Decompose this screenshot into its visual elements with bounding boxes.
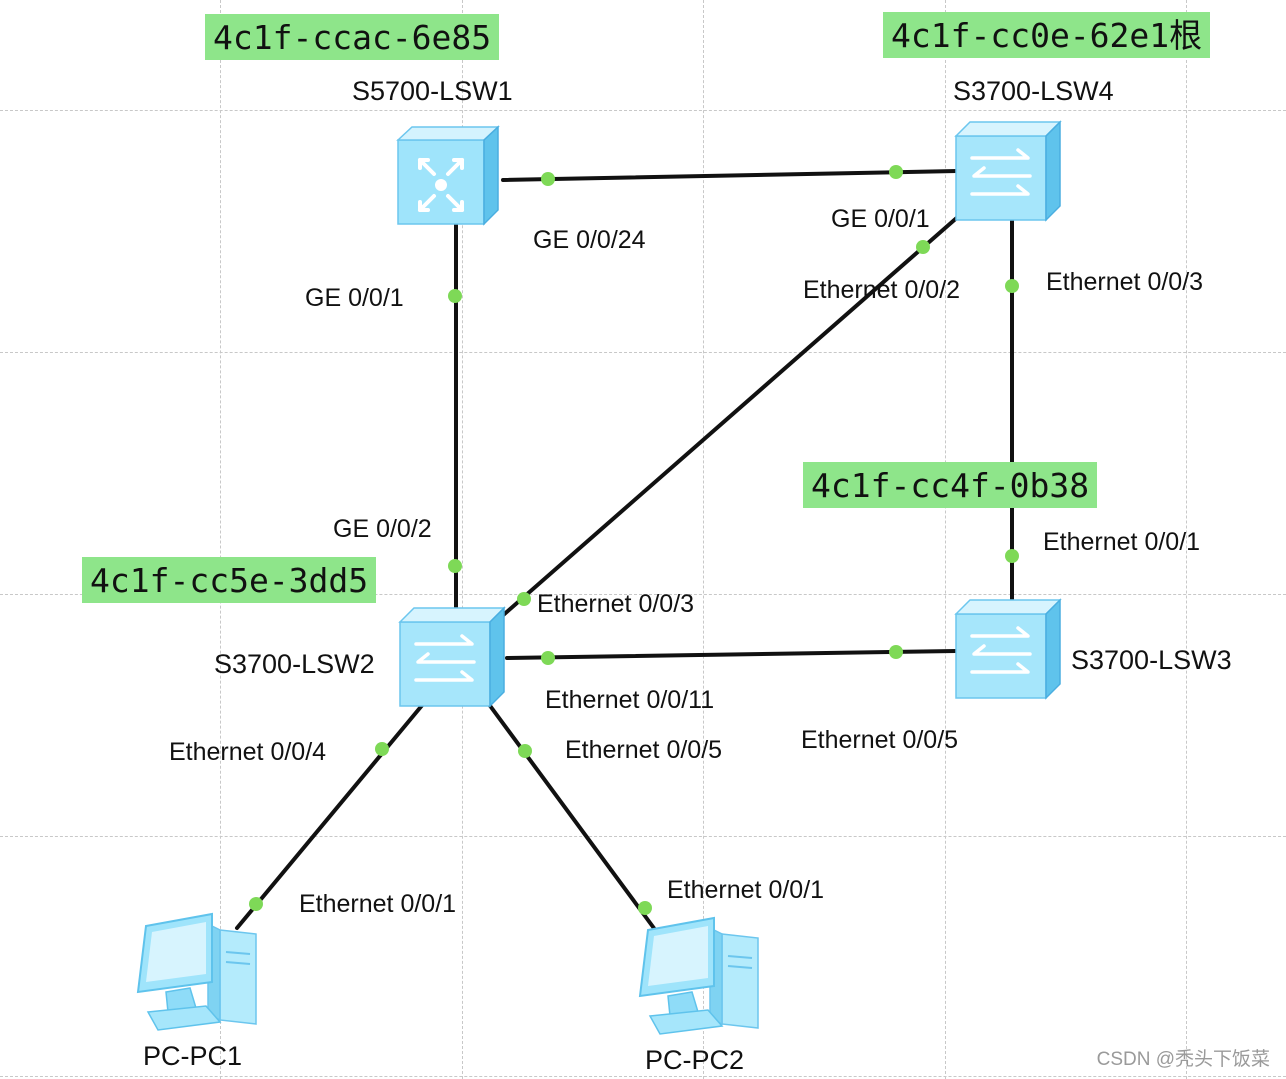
port-label-lsw1-ge1: GE 0/0/1: [305, 284, 404, 312]
port-dot: [1005, 279, 1019, 293]
lsw4-name: S3700-LSW4: [953, 76, 1114, 106]
grid-line: [1186, 0, 1187, 1079]
grid-line: [0, 352, 1286, 353]
lsw1-bridge-mac: 4c1f-ccac-6e85: [205, 14, 500, 60]
grid-line: [0, 836, 1286, 837]
lsw4-bridge-mac-root: 4c1f-cc0e-62e1根: [883, 12, 1211, 58]
lsw4-device-icon[interactable]: [952, 118, 1066, 224]
grid-line: [462, 0, 463, 1079]
grid-line: [0, 594, 1286, 595]
lsw3-name: S3700-LSW3: [1071, 645, 1232, 675]
grid-line: [0, 110, 1286, 111]
port-dot: [517, 592, 531, 606]
port-label-lsw2-ge2: GE 0/0/2: [333, 515, 432, 543]
port-dot: [1005, 549, 1019, 563]
pc2-name: PC-PC2: [645, 1045, 745, 1075]
grid-line: [0, 1076, 1286, 1077]
port-dot: [249, 897, 263, 911]
port-label-pc1-e1: Ethernet 0/0/1: [299, 890, 457, 918]
port-label-lsw2-e11: Ethernet 0/0/11: [545, 686, 715, 714]
link-lsw4-lsw2[interactable]: [491, 206, 970, 626]
port-label-lsw3-e1: Ethernet 0/0/1: [1043, 528, 1201, 556]
link-lsw2-pc1[interactable]: [235, 701, 426, 930]
watermark: CSDN @秃头下饭菜: [1096, 1049, 1270, 1070]
lsw2-device-icon[interactable]: [396, 604, 510, 710]
port-dot: [375, 742, 389, 756]
lsw2-name: S3700-LSW2: [214, 649, 375, 679]
link-lsw2-pc2[interactable]: [486, 701, 661, 937]
link-lsw2-lsw3[interactable]: [505, 649, 958, 660]
port-dot: [889, 165, 903, 179]
port-label-lsw2-e5: Ethernet 0/0/5: [565, 736, 723, 764]
port-dot: [448, 559, 462, 573]
grid-line: [703, 0, 704, 1079]
port-label-lsw2-e4: Ethernet 0/0/4: [169, 738, 327, 766]
port-dot: [638, 901, 652, 915]
port-label-pc2-e1: Ethernet 0/0/1: [667, 876, 825, 904]
port-label-lsw3-e5: Ethernet 0/0/5: [801, 726, 959, 754]
port-label-lsw2-e3: Ethernet 0/0/3: [537, 590, 695, 618]
lsw2-bridge-mac: 4c1f-cc5e-3dd5: [82, 557, 377, 603]
port-dot: [541, 651, 555, 665]
port-dot: [518, 744, 532, 758]
lsw3-device-icon[interactable]: [952, 596, 1066, 702]
lsw1-name: S5700-LSW1: [352, 76, 513, 106]
port-dot: [889, 645, 903, 659]
port-label-lsw1-ge24: GE 0/0/24: [533, 226, 646, 254]
link-lsw1-lsw4[interactable]: [501, 169, 959, 182]
pc2-computer-icon[interactable]: [630, 916, 770, 1044]
port-label-lsw4-ge1: GE 0/0/1: [831, 205, 930, 233]
grid-line: [945, 0, 946, 1079]
pc1-name: PC-PC1: [143, 1041, 243, 1071]
lsw1-device-icon[interactable]: [394, 124, 508, 228]
port-label-lsw4-e3: Ethernet 0/0/3: [1046, 268, 1204, 296]
grid-line: [220, 0, 221, 1079]
port-dot: [541, 172, 555, 186]
lsw3-bridge-mac: 4c1f-cc4f-0b38: [803, 462, 1098, 508]
pc1-computer-icon[interactable]: [128, 912, 268, 1040]
port-label-lsw4-e2: Ethernet 0/0/2: [803, 276, 961, 304]
port-dot: [916, 240, 930, 254]
port-dot: [448, 289, 462, 303]
